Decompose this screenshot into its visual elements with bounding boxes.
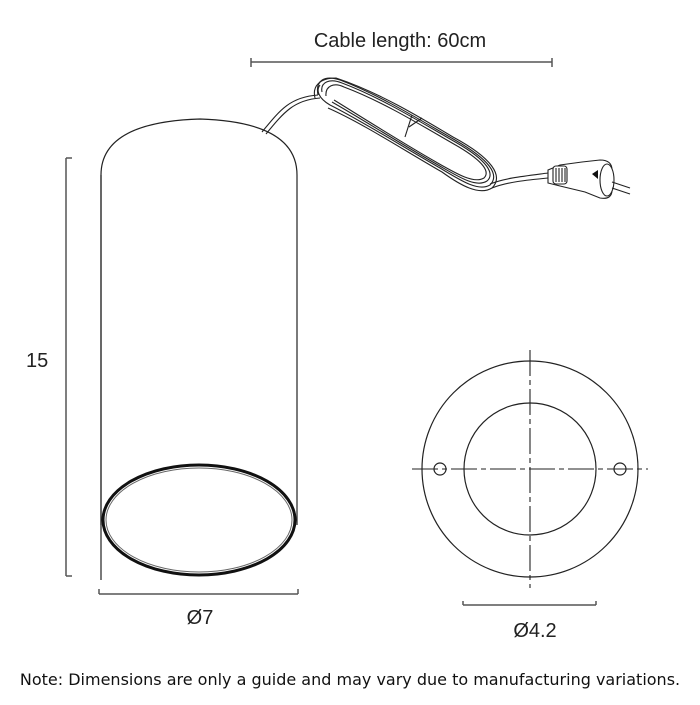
power-cable xyxy=(261,77,549,192)
plug-icon xyxy=(547,159,631,199)
cable-length-label: Cable length: 60cm xyxy=(313,30,487,52)
body-diameter-label: Ø7 xyxy=(186,607,214,629)
cylinder-opening-ellipse xyxy=(101,463,297,577)
width-dimension-line xyxy=(98,589,299,595)
height-label: 15 xyxy=(26,350,49,372)
cable-length-dimension-line xyxy=(250,58,553,67)
plate-centre-lines xyxy=(412,350,648,588)
plate-diameter-label: Ø4.2 xyxy=(513,620,557,642)
cylinder-body xyxy=(100,118,298,580)
disclaimer-note: Note: Dimensions are only a guide and ma… xyxy=(19,670,681,689)
height-dimension-line xyxy=(65,157,72,577)
plate-dimension-line xyxy=(462,601,597,606)
